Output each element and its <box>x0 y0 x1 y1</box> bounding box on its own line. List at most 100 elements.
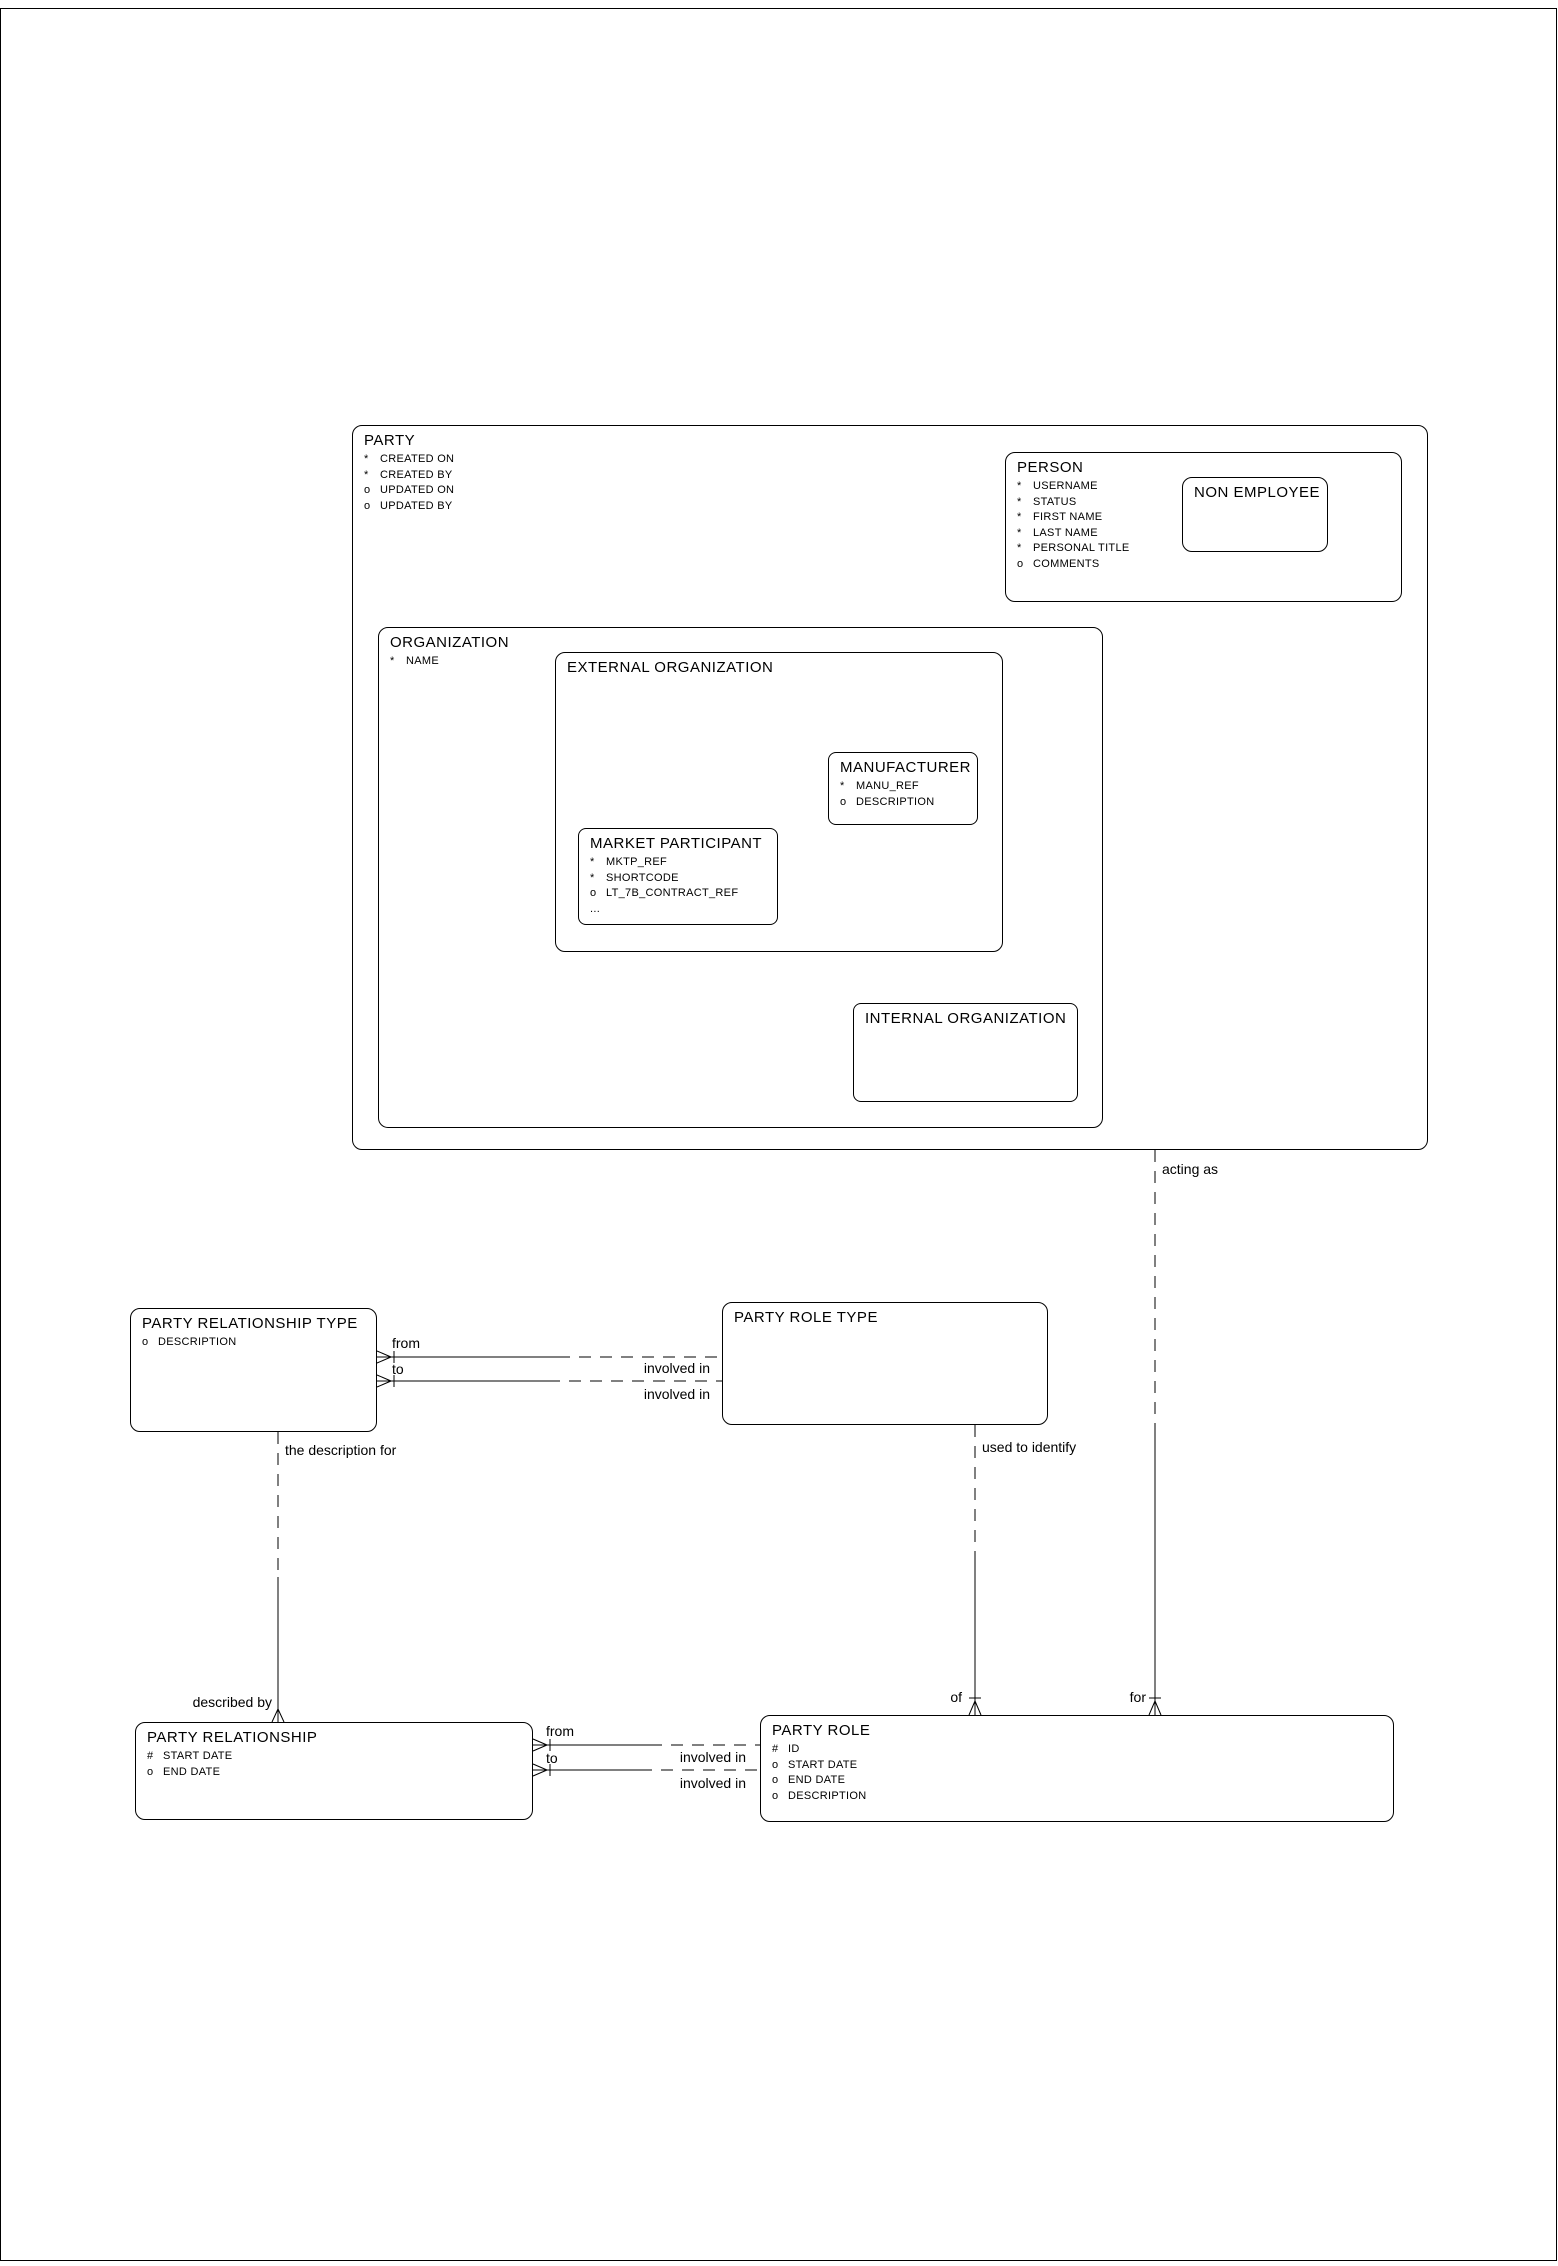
attribute-name: MANU_REF <box>856 780 919 792</box>
entity-party-relationship-type: PARTY RELATIONSHIP TYPE o DESCRIPTION <box>130 1308 377 1432</box>
attribute-row: # ID <box>772 1742 1385 1758</box>
attribute-row: o DESCRIPTION <box>142 1335 368 1351</box>
attribute-optionality-marker: * <box>590 871 595 884</box>
attribute-name: DESCRIPTION <box>158 1336 237 1348</box>
rel-label-pr-involved-in-1: involved in <box>679 1749 746 1765</box>
attribute-optionality-marker: o <box>772 1758 779 1771</box>
attribute-name: UPDATED BY <box>380 499 453 512</box>
attribute-optionality-marker: o <box>840 795 847 808</box>
attribute-optionality-marker: o <box>364 484 371 496</box>
entity-person: PERSON *USERNAME*STATUS*FIRST NAME*LAST … <box>1005 452 1402 602</box>
attribute-list: *MKTP_REF* SHORTCODE o LT_7B_CONTRACT_REF..… <box>590 855 769 917</box>
attribute-name: SHORTCODE <box>606 871 679 884</box>
attribute-name: COMMENTS <box>1033 557 1100 570</box>
attribute-row: o LT_7B_CONTRACT_REF <box>590 886 769 902</box>
rel-line-prt-from <box>376 1350 722 1364</box>
entity-title: INTERNAL ORGANIZATION <box>865 1010 1067 1027</box>
attribute-row: ... <box>590 902 769 918</box>
attribute-optionality-marker: * <box>1017 495 1022 508</box>
attribute-row: o UPDATED ON <box>364 483 1419 499</box>
attribute-optionality-marker: * <box>1017 480 1022 492</box>
rel-line-description-for <box>271 1432 285 1723</box>
attribute-optionality-marker: # <box>147 1750 154 1762</box>
entity-title: MANUFACTURER <box>840 759 972 776</box>
attribute-name: CREATED ON <box>380 453 455 465</box>
attribute-name: START DATE <box>163 1750 233 1762</box>
rel-label-for: for <box>1129 1689 1146 1705</box>
entity-title: MARKET PARTICIPANT <box>590 835 763 852</box>
attribute-name: DESCRIPTION <box>788 1789 867 1802</box>
attribute-optionality-marker: o <box>147 1765 154 1778</box>
attribute-name: UPDATED ON <box>380 484 455 496</box>
entity-title: PARTY RELATIONSHIP TYPE <box>142 1315 358 1332</box>
attribute-name: PERSONAL TITLE <box>1033 542 1130 554</box>
attribute-optionality-marker: o <box>142 1336 149 1348</box>
attribute-row: * SHORTCODE <box>590 871 769 887</box>
attribute-row: *CREATED BY <box>364 468 1419 484</box>
rel-line-acting-as <box>1148 1150 1162 1716</box>
attribute-row: * NAME <box>390 654 1094 670</box>
attribute-row: *USERNAME <box>1017 479 1393 495</box>
attribute-row: o END DATE <box>147 1765 524 1781</box>
attribute-name: FIRST NAME <box>1033 511 1103 523</box>
attribute-name: MKTP_REF <box>606 856 668 868</box>
entity-internal-organization: INTERNAL ORGANIZATION <box>853 1003 1078 1102</box>
attribute-row: *MKTP_REF <box>590 855 769 871</box>
attribute-list: *USERNAME*STATUS*FIRST NAME*LAST NAME*PE… <box>1017 479 1393 572</box>
attribute-optionality-marker: * <box>364 453 369 465</box>
rel-line-pr-to <box>532 1763 760 1777</box>
attribute-name: LT_7B_CONTRACT_REF <box>606 887 739 899</box>
rel-label-prt-involved-in-1: involved in <box>643 1360 710 1376</box>
attribute-name: CREATED BY <box>380 468 453 481</box>
attribute-name: LAST NAME <box>1033 526 1098 539</box>
attribute-optionality-marker: o <box>364 499 371 512</box>
attribute-optionality-marker: o <box>590 887 597 899</box>
rel-line-pr-from <box>532 1738 760 1752</box>
attribute-name: NAME <box>406 655 439 667</box>
entity-organization: ORGANIZATION * NAME <box>378 627 1103 1128</box>
entity-title: NON EMPLOYEE <box>1194 484 1321 501</box>
attribute-list: # START DATE o END DATE <box>147 1749 524 1780</box>
attribute-optionality-marker: o <box>772 1774 779 1786</box>
entity-title: EXTERNAL ORGANIZATION <box>567 659 774 676</box>
entity-title: PARTY ROLE TYPE <box>734 1309 878 1326</box>
attribute-name: ID <box>788 1743 800 1755</box>
rel-label-described-by: described by <box>192 1694 272 1710</box>
rel-line-prt-to <box>376 1374 722 1388</box>
attribute-row: o DESCRIPTION <box>772 1789 1385 1805</box>
attribute-row: *STATUS <box>1017 495 1393 511</box>
attribute-optionality-marker: * <box>1017 542 1022 554</box>
rel-label-used-to-identify: used to identify <box>982 1439 1077 1455</box>
attribute-optionality-marker: * <box>390 655 395 667</box>
entity-non-employee: NON EMPLOYEE <box>1182 477 1328 552</box>
attribute-optionality-marker: ... <box>590 902 601 915</box>
attribute-row: * MANU_REF <box>840 779 969 795</box>
attribute-list: * NAME <box>390 654 1094 670</box>
attribute-optionality-marker: # <box>772 1743 779 1755</box>
entity-title: ORGANIZATION <box>390 634 510 651</box>
rel-label-pr-to: to <box>546 1750 558 1766</box>
attribute-row: *LAST NAME <box>1017 526 1393 542</box>
attribute-row: # START DATE <box>147 1749 524 1765</box>
attribute-optionality-marker: * <box>840 780 845 792</box>
entity-party-role-type: PARTY ROLE TYPE <box>722 1302 1048 1425</box>
entity-title: PARTY ROLE <box>772 1722 871 1739</box>
entity-title: PERSON <box>1017 459 1084 476</box>
attribute-name: END DATE <box>163 1765 221 1778</box>
attribute-optionality-marker: o <box>772 1789 779 1802</box>
rel-label-pr-from: from <box>546 1723 574 1739</box>
attribute-row: o UPDATED BY <box>364 499 1419 515</box>
attribute-row: *FIRST NAME <box>1017 510 1393 526</box>
rel-label-pr-involved-in-2: involved in <box>679 1775 746 1791</box>
